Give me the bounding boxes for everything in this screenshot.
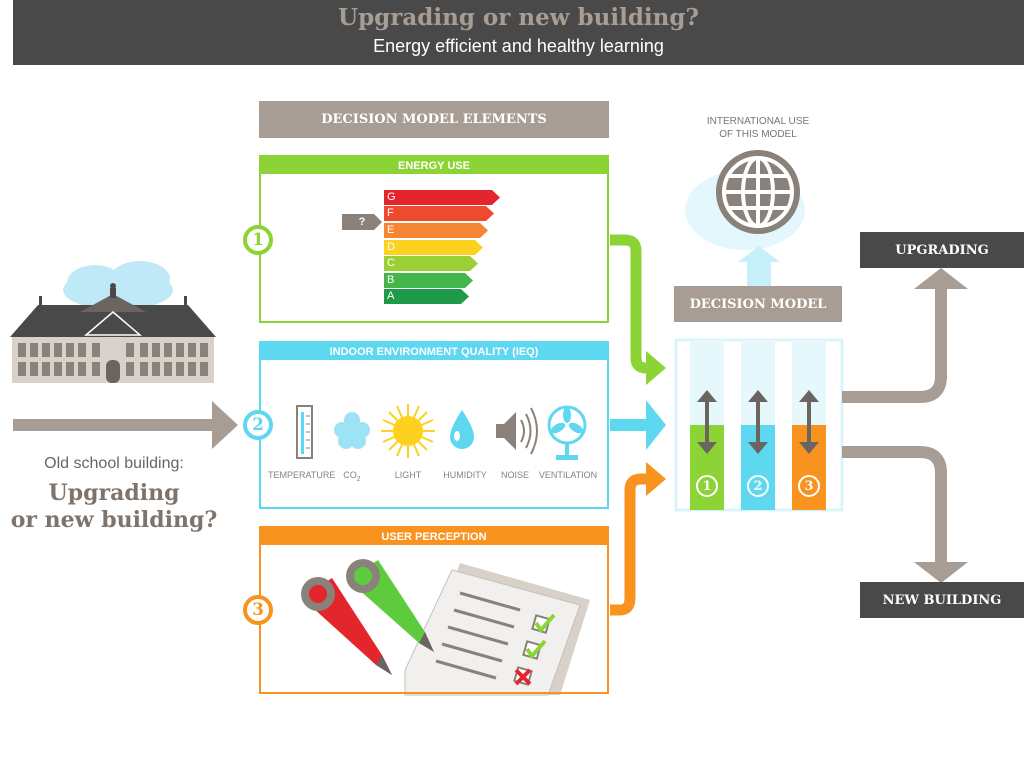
ieq-label-ventilation: VENTILATION [538,470,598,480]
unknown-rating-marker: ? [342,214,382,230]
energy-bar-c: C [384,256,478,271]
perception-connector-arrow [610,462,666,616]
co2-cloud-icon [334,412,370,449]
water-drop-icon [450,410,474,449]
page-subtitle: Energy efficient and healthy learning [373,36,664,56]
decision-column-3-number: 3 [798,475,820,497]
decision-column-2-number: 2 [747,475,769,497]
cloud-icon [63,261,173,310]
energy-bar-b: B [384,273,473,288]
ieq-label-humidity: HUMIDITY [443,470,487,480]
step-2-badge: 2 [243,410,273,440]
energy-bar-f: F [384,206,494,221]
upgrading-outcome-box: UPGRADING [860,232,1024,268]
ieq-title: INDOOR ENVIRONMENT QUALITY (IEQ) [261,343,607,360]
globe-icon [716,150,800,234]
energy-use-title: ENERGY USE [261,157,607,174]
upgrading-output-arrow [842,268,968,403]
user-perception-panel: USER PERCEPTION [259,526,609,694]
ieq-label-co2: CO2 [343,470,361,483]
ieq-label-temperature: TEMPERATURE [268,470,336,480]
ieq-label-noise: NOISE [500,470,529,480]
energy-bar-d: D [384,240,483,255]
ieq-connector-arrow [610,400,666,450]
red-pencil-icon [301,577,392,675]
old-school-building-label: Old school building: [44,455,184,472]
decision-column-1-number: 1 [696,475,718,497]
header-bar [13,0,1024,65]
school-building-icon [10,283,216,383]
energy-bar-g: G [384,190,500,205]
international-use-label: INTERNATIONAL USE OF THIS MODEL [706,116,810,140]
upgrading-question: Upgrading or new building? [10,480,218,533]
decision-model-elements-label: DECISION MODEL ELEMENTS [259,101,609,138]
step-3-badge: 3 [243,595,273,625]
input-arrow [13,401,238,449]
user-perception-title: USER PERCEPTION [261,528,607,545]
sun-icon [381,404,435,458]
decision-model-label: DECISION MODEL [674,286,842,322]
new-building-outcome-box: NEW BUILDING [860,582,1024,618]
energy-bar-e: E [384,223,488,238]
weight-arrows [697,390,819,454]
energy-bar-a: A [384,289,469,304]
thermometer-icon [296,405,313,459]
up-arrow-international [738,246,780,286]
speaker-icon [496,407,538,455]
step-1-badge: 1 [243,225,273,255]
ieq-label-light: LIGHT [394,470,422,480]
green-pencil-icon [346,559,434,652]
energy-connector-arrow [610,234,666,385]
fan-icon [547,405,587,460]
survey-checklist-icon [404,563,590,696]
new-building-output-arrow [842,446,968,583]
ieq-panel: INDOOR ENVIRONMENT QUALITY (IEQ) [259,341,609,509]
energy-rating-scale: G F E D C B A [384,190,514,306]
page-title: Upgrading or new building? [338,4,699,31]
